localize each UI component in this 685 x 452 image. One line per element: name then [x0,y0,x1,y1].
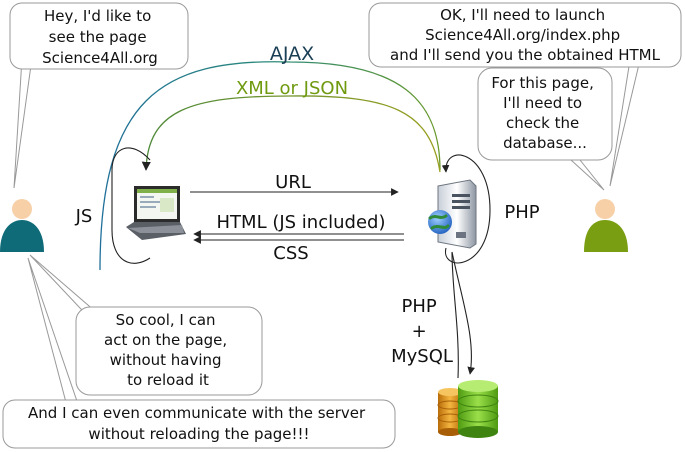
globe-icon [428,210,452,234]
php-mysql-label: PHP + MySQL [391,296,453,367]
bubble-client-cool-line-1: So cool, I can [116,311,216,329]
bubble-client-request-line-3: Science4All.org [42,49,158,67]
bubble-server-database-line-1: For this page, [491,74,594,92]
bubble-client-cool-line-4: to reload it [127,371,209,389]
bubble-client-cool-line-3: without having [110,351,222,369]
url-label: URL [275,172,311,193]
bubble-server-launch-line-2: Science4All.org/index.php [425,26,620,44]
laptop-icon [126,186,186,240]
php-label: PHP [504,202,539,223]
bubble-server-launch: OK, I'll need to launch Science4All.org/… [368,2,682,68]
server-icon [428,179,477,249]
client-person-icon [0,199,44,252]
svg-text:OK, I'll need to launch: OK, I'll need to launch Science4All.org/… [390,6,661,64]
svg-text:Hey, I'd like to see the: Hey, I'd like to see the page Science4Al… [42,7,158,67]
ajax-arc [99,61,441,271]
db-response-line [451,251,459,379]
xml-json-label: XML or JSON [236,78,348,99]
bubble-server-database-line-2: I'll need to [503,94,582,112]
bubble-client-request-line-2: see the page [49,28,147,46]
bubble-client-cool-line-2: act on the page, [104,331,227,349]
ajax-label: AJAX [270,43,314,65]
server-person-icon [584,199,628,252]
php-loop [441,154,491,264]
svg-text:And I can even communicate wit: And I can even communicate with the serv… [28,404,370,443]
js-loop [111,147,151,264]
bubble-server-launch-line-1: OK, I'll need to launch [440,6,605,24]
database-green-stack [457,380,499,438]
bubble-tail-server-launch [609,59,641,187]
bubble-client-communicate-line-1: And I can even communicate with the serv… [28,404,366,422]
svg-text:For this page, I'll need: For this page, I'll need to check the da… [491,74,598,152]
bubble-server-database-line-3: check the [506,114,579,132]
bubble-client-communicate: And I can even communicate with the serv… [2,399,396,449]
db-query-arrow [451,251,475,375]
bubble-client-request: Hey, I'd like to see the page Science4Al… [9,2,189,70]
bubble-server-database-line-4: database... [503,134,587,152]
svg-text:So cool, I can act on th: So cool, I can act on the page, without … [104,311,232,389]
xml-json-arc [141,95,441,173]
bubble-client-communicate-line-2: without reloading the page!!! [88,425,309,443]
bubble-client-request-line-1: Hey, I'd like to [44,7,151,25]
php-mysql-line-3: MySQL [391,346,453,367]
html-label: HTML (JS included) [217,212,386,233]
php-mysql-line-1: PHP [402,296,437,317]
js-label: JS [75,206,93,227]
php-mysql-line-2: + [412,321,427,342]
database-icon [437,380,499,438]
bubble-server-database: For this page, I'll need to check the da… [477,67,613,161]
bubble-tail-client-request [13,57,33,189]
bubble-client-cool: So cool, I can act on the page, without … [75,306,263,396]
bubble-server-launch-line-3: and I'll send you the obtained HTML [390,46,661,64]
css-label: CSS [273,243,308,264]
